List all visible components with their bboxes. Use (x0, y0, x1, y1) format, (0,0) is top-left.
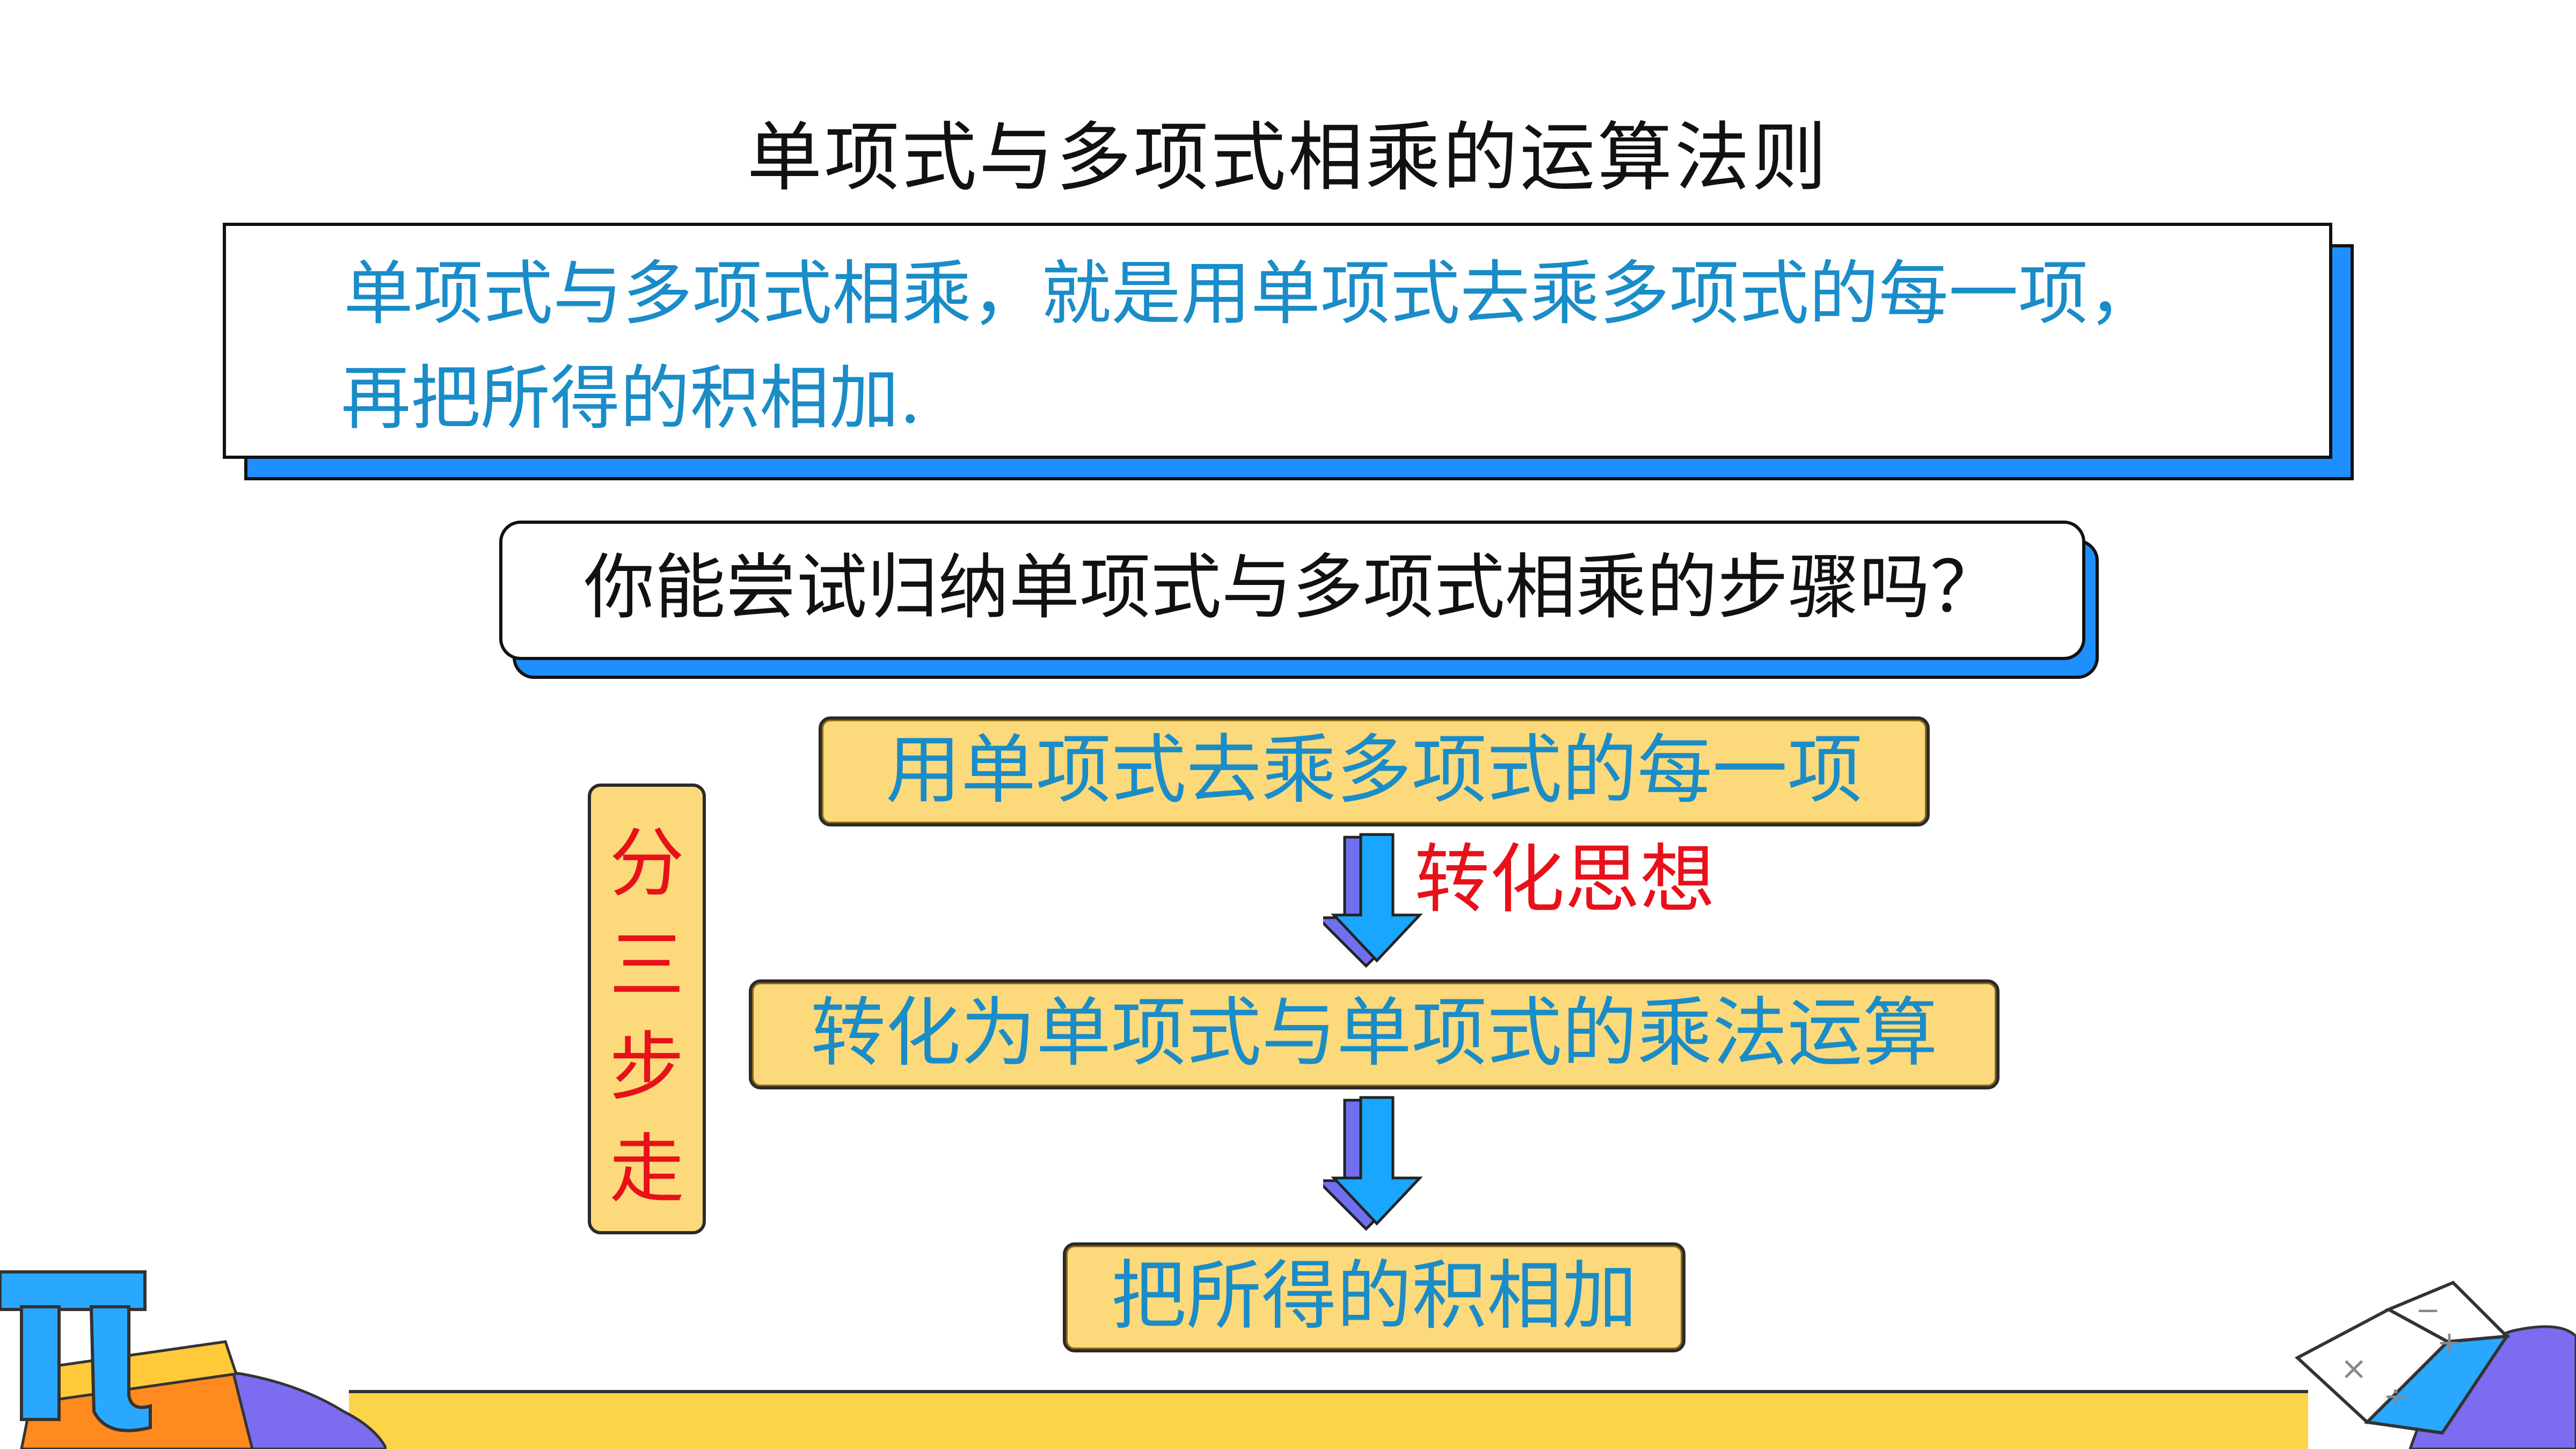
rule-line-2: 再把所得的积相加. (341, 357, 922, 439)
rule-text: 单项式与多项式相乘，就是用单项式去乘多项式的每一项， 再把所得的积相加. (341, 241, 2297, 451)
rule-line-1: 单项式与多项式相乘，就是用单项式去乘多项式的每一项， (344, 253, 2158, 334)
side-label-char: 三 (609, 922, 684, 1009)
svg-text:+: + (2437, 1325, 2462, 1359)
page-title: 单项式与多项式相乘的运算法则 (747, 114, 1829, 202)
open-book-icon: × − + ÷ (2294, 1280, 2576, 1449)
svg-text:−: − (2416, 1293, 2440, 1327)
down-arrow-icon (1323, 833, 1423, 968)
bottom-decor-bar (349, 1390, 2308, 1449)
pi-symbol-icon (0, 1270, 386, 1449)
svg-text:÷: ÷ (2383, 1379, 2408, 1413)
rule-box (223, 223, 2332, 459)
step-3-box: 把所得的积相加 (1063, 1242, 1685, 1352)
side-label-char: 步 (609, 1024, 684, 1111)
question-box (499, 521, 2085, 660)
down-arrow-icon (1323, 1096, 1423, 1231)
side-label-box (588, 784, 706, 1234)
step-2-box: 转化为单项式与单项式的乘法运算 (749, 979, 1999, 1089)
svg-text:×: × (2340, 1350, 2367, 1387)
side-label-char: 分 (609, 820, 684, 908)
step-1-box: 用单项式去乘多项式的每一项 (819, 716, 1930, 826)
side-label-char: 走 (609, 1126, 684, 1213)
conversion-idea-label: 转化思想 (1414, 836, 1716, 924)
question-text: 你能尝试归纳单项式与多项式相乘的步骤吗？ (583, 546, 2001, 629)
